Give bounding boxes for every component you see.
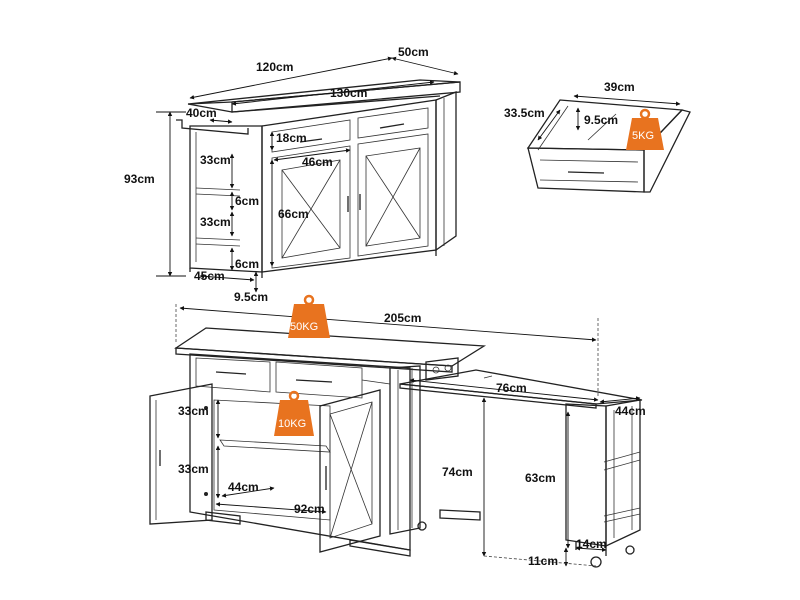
hinge [204,492,208,496]
closed-island-drawing [176,79,461,278]
outlet-icon [444,364,452,372]
weight-handle [639,108,651,120]
weight-label-50kg: 50KG [290,321,318,333]
depth-label: 50cm [398,45,429,59]
hinge [204,406,208,410]
caster-wheel [625,545,635,555]
weight-handle [288,390,300,402]
drawer-detail-dimension-lines [537,94,681,141]
side-depth-label: 45cm [194,269,225,283]
drawer-width-label: 46cm [302,155,333,169]
weight-handle [303,294,315,306]
cabinet-interior-depth-label: 44cm [228,480,259,494]
drawer-detail-height-label: 9.5cm [584,113,618,127]
drawer-detail-depth-label: 33.5cm [504,106,545,120]
extension-depth-label: 44cm [615,404,646,418]
rack-gap-lower-label: 33cm [200,215,231,229]
extended-island-dimension-lines [175,304,641,567]
drawer-detail-width-label: 39cm [604,80,635,94]
caster-wheel [417,521,427,531]
extended-width-label: 205cm [384,311,421,325]
caster-wheel [590,556,602,568]
closed-island-dimension-lines [156,56,459,293]
weight-badge-10kg: 10KG [274,390,314,436]
cabinet-shelf-upper-label: 33cm [178,404,209,418]
rack-gap-upper-label: 33cm [200,153,231,167]
top-width-label: 120cm [256,60,293,74]
weight-badge-50kg: 50KG [288,294,330,338]
caster-height-label: 11cm [528,554,558,568]
weight-label-5kg: 5KG [632,130,654,142]
extension-leg-height-label: 63cm [525,471,556,485]
full-width-label: 130cm [330,86,367,100]
weight-icon [288,304,330,338]
weight-label-10kg: 10KG [278,418,306,430]
cabinet-shelf-lower-label: 33cm [178,462,209,476]
caster-width-label: 14cm [576,537,607,551]
height-label: 93cm [124,172,155,186]
outlet-icon [432,366,440,374]
rack-rail-lower-label: 6cm [235,257,259,271]
counter-height-label: 74cm [442,465,473,479]
weight-icon [274,400,314,436]
door-height-label: 66cm [278,207,309,221]
rack-rail-upper-label: 6cm [235,194,259,208]
drawer-height-label: 18cm [276,131,307,145]
rack-depth-label: 40cm [186,106,217,120]
cabinet-interior-width-label: 92cm [294,502,325,516]
weight-icon [626,118,664,150]
foot-height-label: 9.5cm [234,290,268,304]
extension-length-label: 76cm [496,381,527,395]
weight-badge-5kg: 5KG [626,108,664,150]
